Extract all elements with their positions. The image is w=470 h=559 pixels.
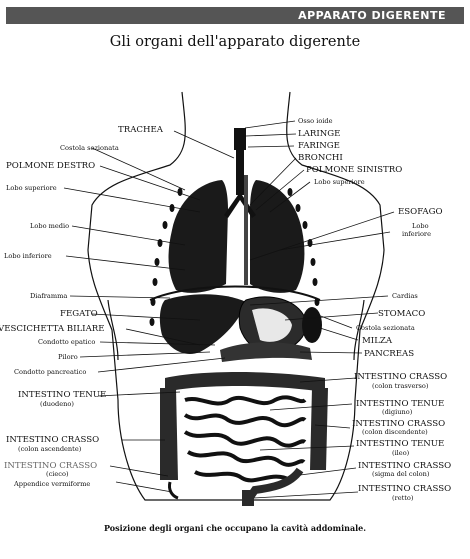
label-esofago: ESOFAGO <box>398 207 443 217</box>
label-condotto-pancreatico: Condotto pancreatico <box>14 368 86 376</box>
label-intestino-tenue-ileo-2: (ileo) <box>392 449 410 457</box>
label-costola-sezionata-top: Costola sezionata <box>60 144 119 152</box>
label-piloro: Piloro <box>58 353 78 361</box>
label-lobo-superiore-left: Lobo superiore <box>6 184 57 192</box>
right-lung <box>169 180 228 293</box>
appendix <box>169 482 178 498</box>
label-cistifellea: VESCICHETTA BILIARE <box>0 324 105 334</box>
label-intestino-tenue-digiuno-2: (digiuno) <box>382 408 413 416</box>
label-polmone-destro: POLMONE DESTRO <box>6 161 95 171</box>
small-intestine <box>185 397 305 480</box>
label-stomaco: STOMACO <box>378 309 425 319</box>
label-polmone-sinistro: POLMONE SINISTRO <box>306 165 402 175</box>
esophagus <box>244 175 248 285</box>
label-cardias: Cardias <box>392 292 418 300</box>
descending-colon <box>310 388 328 470</box>
label-osso-ioide: Osso ioide <box>298 117 333 125</box>
label-lobo-superiore-right: Lobo superiore <box>314 178 365 186</box>
ascending-colon <box>160 388 178 480</box>
label-diaframma: Diaframma <box>30 292 67 300</box>
label-fegato: FEGATO <box>60 309 98 319</box>
label-intestino-crasso-trasverso-1: INTESTINO CRASSO <box>354 372 447 382</box>
label-bronchi: BRONCHI <box>298 153 343 163</box>
label-intestino-crasso-trasverso-2: (colon trasverso) <box>372 382 429 390</box>
label-intestino-crasso-discendente-2: (colon discendente) <box>362 428 428 436</box>
label-intestino-crasso-ascendente-2: (colon ascendente) <box>18 445 82 453</box>
pancreas <box>220 342 312 362</box>
label-laringe: LARINGE <box>298 129 340 139</box>
label-lobo-inferiore-left: Lobo inferiore <box>4 252 52 260</box>
label-intestino-tenue-ileo-1: INTESTINO TENUE <box>356 439 444 449</box>
spleen <box>302 307 322 343</box>
label-pancreas: PANCREAS <box>364 349 414 359</box>
label-condotto-epatico: Condotto epatico <box>38 338 95 346</box>
label-costola-sezionata-right: Costola sezionata <box>356 324 415 332</box>
figure-caption: Posizione degli organi che occupano la c… <box>0 523 470 533</box>
label-lobo-medio: Lobo medio <box>30 222 69 230</box>
label-lobo-inferiore-right-1: Lobo <box>412 222 429 230</box>
label-intestino-crasso-cieco-2: (cieco) <box>46 470 69 478</box>
label-intestino-crasso-retto-1: INTESTINO CRASSO <box>358 484 451 494</box>
label-intestino-tenue-duodeno-2: (duodeno) <box>40 400 74 408</box>
label-intestino-tenue-duodeno-1: INTESTINO TENUE <box>18 390 106 400</box>
label-faringe: FARINGE <box>298 141 340 151</box>
label-intestino-crasso-ascendente-1: INTESTINO CRASSO <box>6 435 99 445</box>
label-milza: MILZA <box>362 336 393 346</box>
rectum <box>242 490 254 506</box>
label-intestino-crasso-sigma-2: (sigma del colon) <box>372 470 430 478</box>
label-intestino-crasso-retto-2: (retto) <box>392 494 414 502</box>
label-trachea: TRACHEA <box>118 125 164 135</box>
label-appendice: Appendice vermiforme <box>13 480 90 488</box>
label-lobo-inferiore-right-2: inferiore <box>402 230 431 238</box>
